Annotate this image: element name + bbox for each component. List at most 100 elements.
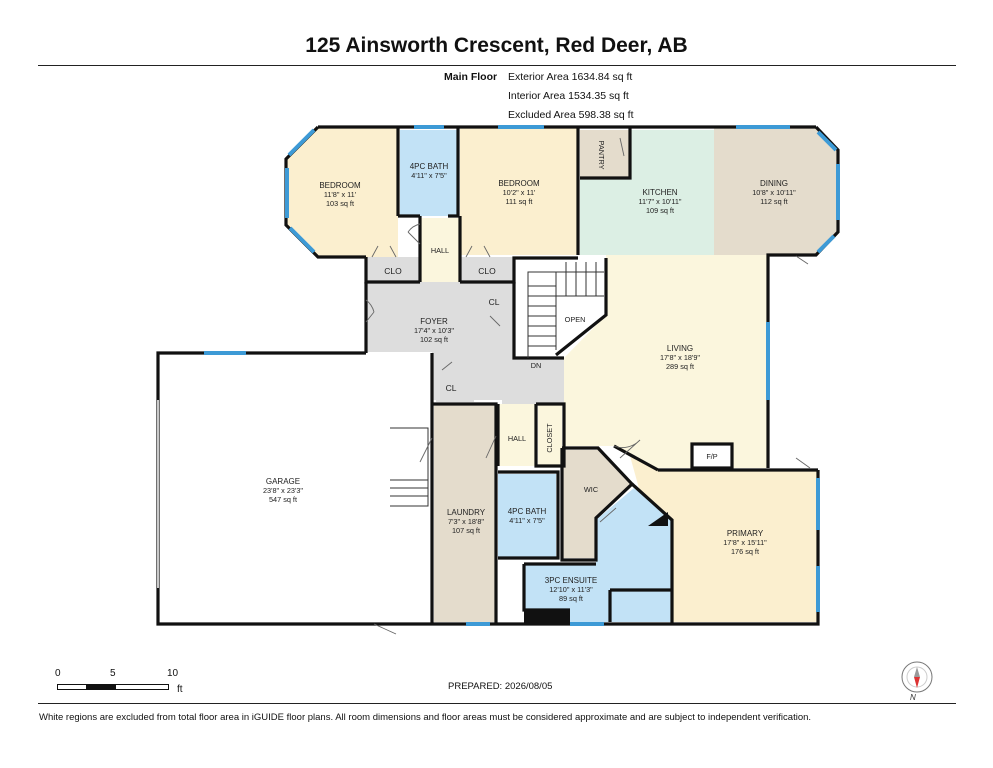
pantry-fill bbox=[580, 130, 630, 178]
wall-open bbox=[555, 258, 608, 357]
foyer-name: FOYER bbox=[420, 317, 448, 326]
closet-name: CLOSET bbox=[545, 423, 554, 453]
kitchen-area: 109 sq ft bbox=[646, 206, 674, 215]
scale-seg-1 bbox=[57, 684, 87, 690]
bedroom2-fill bbox=[460, 127, 578, 255]
foyer-fill bbox=[366, 282, 564, 405]
cl-low-fill bbox=[436, 362, 474, 402]
living-area: 289 sq ft bbox=[666, 362, 694, 371]
scale-tick-5: 5 bbox=[110, 668, 116, 679]
door-swings bbox=[365, 137, 811, 635]
fp-label: F/P bbox=[706, 452, 717, 461]
garage-fill bbox=[158, 353, 432, 624]
bath-top-name: 4PC BATH bbox=[410, 162, 449, 171]
wall-laundry-top bbox=[432, 402, 498, 624]
scale-seg-2 bbox=[86, 684, 116, 690]
wall-stairs bbox=[512, 282, 564, 360]
page-title: 125 Ainsworth Crescent, Red Deer, AB bbox=[305, 34, 688, 57]
wall-clo-row-r bbox=[460, 256, 578, 284]
pantry-name: PANTRY bbox=[597, 141, 606, 170]
wall-pantry bbox=[580, 127, 632, 180]
foyer-dims: 17'4" x 10'3" bbox=[414, 326, 454, 335]
cl-foyer-fill bbox=[478, 286, 510, 330]
room-fills bbox=[158, 127, 838, 624]
primary-name: PRIMARY bbox=[727, 529, 764, 538]
primary-dims: 17'8" x 15'11" bbox=[723, 538, 767, 547]
hall-top-name: HALL bbox=[431, 246, 449, 255]
bedroom1-area: 103 sq ft bbox=[326, 199, 354, 208]
exterior-area: Exterior Area 1634.84 sq ft bbox=[508, 71, 633, 83]
wall-bath-low bbox=[498, 470, 560, 560]
primary-fill bbox=[630, 456, 818, 622]
clo-right-fill bbox=[460, 257, 514, 282]
bedroom2-dims: 10'2" x 11' bbox=[503, 188, 536, 197]
wic-fill bbox=[562, 450, 632, 558]
fireplace bbox=[690, 442, 734, 470]
wic-name: WIC bbox=[584, 485, 598, 494]
living-name: LIVING bbox=[667, 344, 693, 353]
dining-name: DINING bbox=[760, 179, 788, 188]
ensuite-name: 3PC ENSUITE bbox=[545, 576, 597, 585]
clo-right-name: CLO bbox=[478, 266, 496, 276]
living-fill bbox=[564, 255, 768, 468]
bedroom1-fill bbox=[286, 127, 398, 257]
laundry-fill bbox=[434, 404, 496, 622]
wall-wic bbox=[560, 446, 635, 562]
bedroom1-dims: 11'8" x 11' bbox=[324, 190, 357, 199]
kitchen-dims: 11'7" x 10'11" bbox=[639, 197, 682, 206]
prepared-date: PREPARED: 2026/08/05 bbox=[448, 681, 553, 692]
bath-low-fill bbox=[498, 474, 556, 558]
kitchen-name: KITCHEN bbox=[642, 188, 677, 197]
scale-bar: 0 5 10 ft bbox=[52, 668, 192, 698]
wall-living-diag bbox=[613, 444, 659, 472]
wall-marks bbox=[524, 512, 668, 624]
open-name: OPEN bbox=[565, 315, 586, 324]
clo-left-name: CLO bbox=[384, 266, 402, 276]
bedroom2-area: 111 sq ft bbox=[506, 197, 533, 206]
laundry-area: 107 sq ft bbox=[452, 526, 480, 535]
kitchen-fill bbox=[580, 130, 714, 255]
closet-fill bbox=[538, 404, 562, 466]
bath-top-fill bbox=[400, 130, 458, 216]
compass-label: N bbox=[910, 693, 916, 701]
ensuite-area: 89 sq ft bbox=[559, 594, 583, 603]
clo-left-fill bbox=[366, 257, 420, 282]
ensuite-dims: 12'10" x 11'3" bbox=[549, 585, 593, 594]
living-dims: 17'8" x 18'9" bbox=[660, 353, 700, 362]
excluded-area: Excluded Area 598.38 sq ft bbox=[508, 109, 634, 121]
windows bbox=[157, 125, 840, 626]
interior-area: Interior Area 1534.35 sq ft bbox=[508, 90, 629, 102]
stairs bbox=[390, 262, 604, 507]
laundry-name: LAUNDRY bbox=[447, 508, 486, 517]
bedroom2-name: BEDROOM bbox=[498, 179, 540, 188]
garage-dims: 23'8" x 23'3" bbox=[263, 486, 303, 495]
cl-foyer-name: CL bbox=[489, 297, 500, 307]
bath-low-name: 4PC BATH bbox=[508, 507, 547, 516]
bedroom1-name: BEDROOM bbox=[319, 181, 361, 190]
scale-tick-10: 10 bbox=[167, 668, 179, 679]
bath-top-dims: 4'11" x 7'5" bbox=[411, 171, 447, 180]
footer-divider bbox=[38, 703, 956, 704]
scale-tick-0: 0 bbox=[55, 668, 61, 679]
dining-dims: 10'8" x 10'11" bbox=[752, 188, 796, 197]
laundry-dims: 7'3" x 18'8" bbox=[448, 517, 484, 526]
primary-area: 176 sq ft bbox=[731, 547, 759, 556]
dining-area: 112 sq ft bbox=[760, 197, 787, 206]
hall-top-fill bbox=[420, 218, 460, 282]
hall-low-fill bbox=[498, 404, 536, 466]
disclaimer-text: White regions are excluded from total fl… bbox=[39, 712, 812, 723]
wall-bath-top-right bbox=[448, 127, 460, 218]
bath-low-dims: 4'11" x 7'5" bbox=[509, 516, 545, 525]
scale-seg-3 bbox=[115, 684, 169, 690]
floor-label: Main Floor bbox=[444, 71, 498, 83]
garage-name: GARAGE bbox=[266, 477, 300, 486]
cl-low-name: CL bbox=[446, 383, 457, 393]
hall-low-name: HALL bbox=[508, 434, 526, 443]
dn-label: DN bbox=[531, 361, 542, 370]
garage-area: 547 sq ft bbox=[269, 495, 297, 504]
wall-closet bbox=[534, 402, 566, 468]
compass-icon: N bbox=[899, 661, 935, 702]
header-divider bbox=[38, 65, 956, 66]
scale-unit: ft bbox=[177, 684, 183, 695]
